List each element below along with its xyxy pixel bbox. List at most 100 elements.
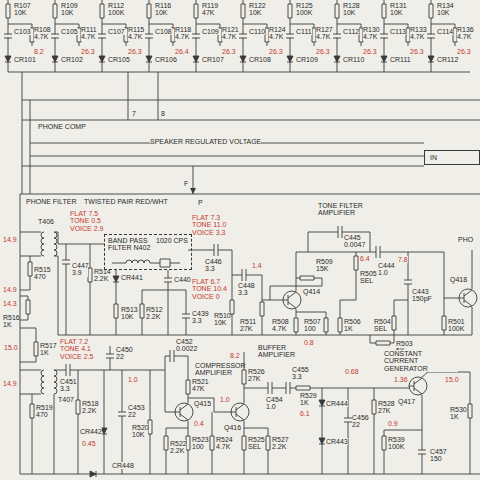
part-label: C114 — [437, 28, 453, 35]
transistor-symbol — [409, 377, 427, 395]
part-label: TWISTED PAIR RED/WHT — [84, 198, 168, 205]
part-label: R517 1K — [40, 342, 56, 357]
capacitor-symbol — [333, 34, 341, 38]
part-label: C455 3.3 — [292, 366, 308, 381]
transistor-leads — [409, 378, 422, 394]
part-label: R512 2.2K — [146, 306, 162, 321]
voltage-reading: FLAT 7.5 TONE 0.5 VOICE 2.9 — [70, 210, 106, 232]
part-label: R134 10K — [437, 2, 453, 17]
part-label: R112 100K — [108, 2, 124, 17]
part-label: R108 4.7K — [34, 26, 50, 41]
voltage-reading: FLAT 7.3 TONE 11.0 VOICE 3.3 — [192, 214, 232, 236]
capacitor-symbol — [239, 34, 247, 38]
part-label: CR109 — [296, 56, 318, 63]
part-label: Q416 — [224, 424, 241, 431]
diode-symbol — [319, 438, 325, 444]
transistor-symbol — [459, 289, 477, 307]
capacitor-symbol — [376, 246, 380, 258]
part-label: CR441 — [121, 274, 143, 281]
part-label: R515 470 — [34, 266, 50, 281]
part-label: C107 — [108, 28, 125, 35]
capacitor-gap — [67, 364, 70, 376]
voltage-reading: 8.2 — [230, 352, 240, 359]
part-label: C454 1.0 — [266, 396, 282, 411]
resistor-symbol — [147, 4, 151, 18]
capacitor-gap — [404, 281, 412, 284]
part-label: Q417 — [398, 398, 415, 405]
capacitor-gap — [339, 226, 342, 238]
voltage-reading: 14.9 — [3, 380, 17, 387]
capacitor-gap — [4, 35, 12, 38]
voltage-reading: 15.0 — [4, 344, 18, 351]
resistor-symbol — [429, 4, 433, 18]
capacitor-symbol — [404, 280, 412, 284]
resistor-symbol — [28, 262, 32, 276]
resistor-symbol — [372, 400, 376, 414]
resistor-symbol — [186, 380, 190, 394]
voltage-reading: 8.2 — [34, 48, 44, 55]
resistor-symbol — [324, 318, 328, 332]
part-label: P — [198, 199, 203, 206]
transformer-winding — [54, 232, 57, 256]
part-label: R136 4.7K — [457, 26, 473, 41]
capacitor-symbol — [214, 244, 218, 256]
part-label: COMPRESSOR AMPLIFIER — [195, 362, 241, 377]
resistor-symbol — [148, 420, 152, 434]
diode-symbol — [90, 471, 96, 477]
diode-symbol — [101, 428, 107, 434]
voltage-reading: 26.3 — [316, 48, 330, 55]
part-label: Q414 — [303, 288, 320, 295]
capacitor-gap — [269, 382, 272, 394]
part-label: F — [184, 180, 188, 187]
resistor-symbol — [242, 436, 246, 450]
voltage-reading: 6.1 — [300, 410, 310, 417]
diode-symbol — [334, 56, 340, 62]
part-label: CR105 — [108, 56, 130, 63]
part-label: R519 470 — [36, 404, 52, 419]
part-label: R109 10K — [61, 2, 77, 17]
part-label: CR111 — [390, 56, 411, 63]
part-label: R507 100 — [304, 318, 320, 333]
wire — [8, 72, 480, 474]
part-label: CR110 — [343, 56, 364, 63]
part-label: R128 10K — [343, 2, 359, 17]
part-label: C110 — [249, 28, 265, 35]
part-label: R530 1K — [450, 406, 466, 421]
capacitor-gap — [344, 419, 352, 422]
transformer-winding — [41, 232, 44, 256]
capacitor-gap — [51, 35, 59, 38]
voltage-reading: 26.3 — [410, 48, 424, 55]
part-label: PHONE FILTER — [26, 198, 76, 205]
transistor-leads — [175, 404, 188, 420]
part-label: R526 27K — [248, 368, 264, 383]
part-label: CR112 — [437, 56, 458, 63]
transistor-symbol — [283, 291, 301, 309]
capacitor-symbol — [418, 450, 426, 454]
capacitor-symbol — [182, 314, 190, 318]
part-label: C451 3.3 — [60, 378, 76, 393]
part-label: R529 1K — [300, 392, 316, 407]
resistor-symbol — [6, 4, 10, 18]
part-label: CR442 — [80, 428, 102, 435]
part-label: T407 — [58, 396, 74, 403]
resistor-symbol — [294, 318, 298, 332]
filter-box: BAND PASS FILTER N4021020 CPS — [104, 234, 192, 270]
capacitor-gap — [427, 35, 435, 38]
part-label: C103 — [14, 28, 31, 35]
part-label: C108 — [155, 28, 172, 35]
part-label: C440 — [174, 276, 191, 283]
part-label: R133 4.7K — [410, 26, 426, 41]
resistor-symbol — [288, 4, 292, 18]
voltage-reading: 1.36 — [394, 376, 408, 383]
voltage-reading: 6.4 — [360, 255, 370, 262]
transistor-symbol — [231, 403, 249, 421]
part-label: R119 47K — [202, 2, 218, 17]
capacitor-symbol — [286, 34, 294, 38]
diode-symbol — [381, 56, 387, 62]
part-label: C448 3.3 — [238, 282, 254, 297]
part-label: R539 100K — [388, 436, 408, 451]
part-label: PHO — [458, 236, 473, 243]
part-label: R508 4.7K — [272, 318, 288, 333]
part-label: BUFFER AMPLIFIER — [258, 344, 302, 359]
transistor-leads — [231, 404, 244, 420]
